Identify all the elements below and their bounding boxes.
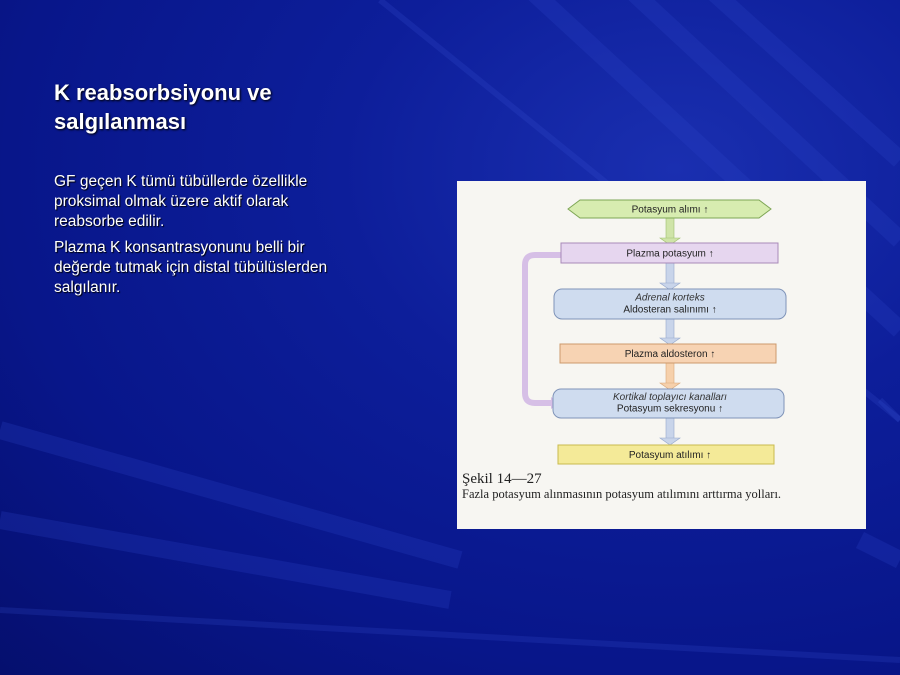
flow-node-collecting-duct: [552, 388, 785, 419]
flow-node-adrenal: [553, 288, 787, 320]
bullet-list: GF geçen K tümü tübüllerde özellikle pro…: [54, 172, 334, 304]
figure-caption: Şekil 14—27 Fazla potasyum alınmasının p…: [462, 470, 862, 501]
slide-title: K reabsorbsiyonu ve salgılanması: [54, 80, 272, 134]
flow-node-intake-label: Potasyum alımı ↑: [632, 205, 709, 216]
flow-node-plasma-aldosterone-label: Plazma aldosteron ↑: [625, 349, 716, 360]
flow-node-plasma-potassium-label: Plazma potasyum ↑: [626, 249, 713, 260]
bullet-item: Plazma K konsantrasyonunu belli bir değe…: [54, 239, 328, 296]
figure-caption-text: Fazla potasyum alınmasının potasyum atıl…: [462, 487, 782, 501]
flow-node-excretion: [557, 444, 775, 465]
flow-node-plasma-potassium: [560, 242, 779, 264]
flow-node-adrenal-label: Aldosteran salınımı ↑: [623, 305, 716, 316]
flowchart-figure: Potasyum alımı ↑ Plazma potasyum ↑ Adren…: [457, 181, 866, 529]
figure-number: Şekil 14—27: [462, 471, 542, 487]
flow-node-collecting-duct-label: Potasyum sekresyonu ↑: [617, 404, 723, 415]
flow-node-adrenal-italic: Adrenal korteks: [634, 293, 704, 304]
flow-node-intake: [567, 199, 772, 219]
flow-node-excretion-label: Potasyum atılımı ↑: [629, 450, 711, 461]
flow-node-collecting-duct-italic: Kortikal toplayıcı kanalları: [613, 392, 727, 403]
bullet-item: GF geçen K tümü tübüllerde özellikle pro…: [54, 173, 308, 230]
flow-node-plasma-aldosterone: [559, 343, 777, 364]
flowchart-diagram: Potasyum alımı ↑ Plazma potasyum ↑ Adren…: [522, 199, 787, 465]
